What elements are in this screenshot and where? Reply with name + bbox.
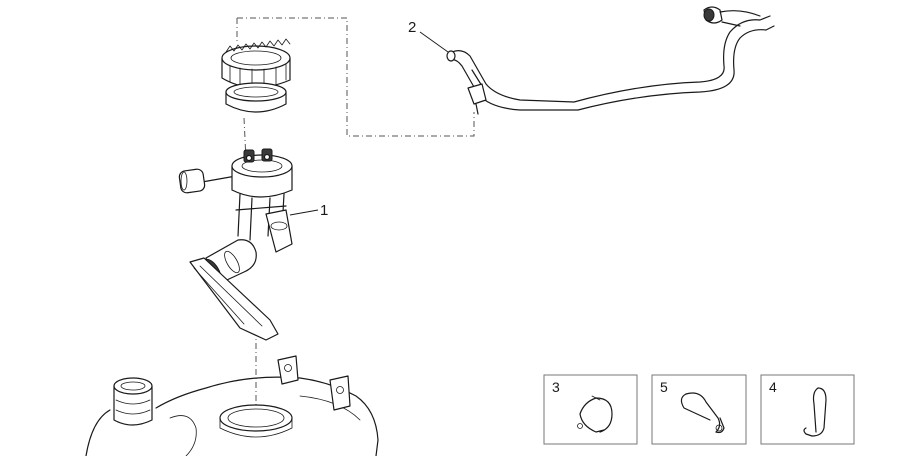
- wire-clip-icon: [680, 392, 725, 434]
- detail-box-wire-clip-label: 5: [660, 379, 668, 395]
- callout-2: 2: [408, 19, 449, 53]
- clamp-icon: [577, 395, 613, 433]
- detail-box-clamp: 3: [543, 374, 638, 445]
- detail-box-clamp-label: 3: [552, 379, 560, 395]
- callout-1-label: 1: [320, 202, 328, 219]
- detail-box-wire-clip: 5: [651, 374, 747, 445]
- fuel-hose: [446, 6, 775, 115]
- fuel-tank: [85, 355, 379, 456]
- seal-ring: [225, 82, 287, 113]
- hook-clip-icon: [803, 387, 827, 437]
- locking-ring: [221, 38, 291, 89]
- detail-box-hook-clip: 4: [760, 374, 855, 445]
- detail-box-hook-clip-label: 4: [769, 379, 777, 395]
- callout-2-label: 2: [408, 19, 416, 36]
- callout-1: 1: [289, 202, 328, 219]
- fuel-pump-assembly: [178, 148, 293, 341]
